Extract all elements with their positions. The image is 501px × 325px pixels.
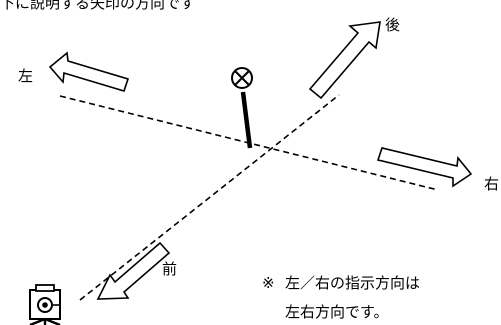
header-text: 下に説明する矢印の方向です (0, 0, 195, 12)
survey-instrument-tripod-icon (29, 284, 61, 325)
left-label: 左 (18, 67, 33, 85)
front-back-dashed-line (79, 94, 340, 301)
left-arrow (48, 51, 130, 92)
note-line-2: 左右方向です。 (285, 303, 389, 321)
note-line-1: 左／右の指示方向は (285, 274, 420, 292)
crossed-circle-target-icon (231, 67, 253, 89)
right-label: 右 (484, 175, 499, 193)
back-label: 後 (385, 16, 400, 34)
note-symbol: ※ (262, 274, 275, 292)
front-label: 前 (162, 260, 177, 278)
right-arrow (376, 147, 473, 188)
back-arrow (308, 21, 381, 100)
target-pole (240, 91, 253, 149)
front-arrow (96, 241, 171, 300)
